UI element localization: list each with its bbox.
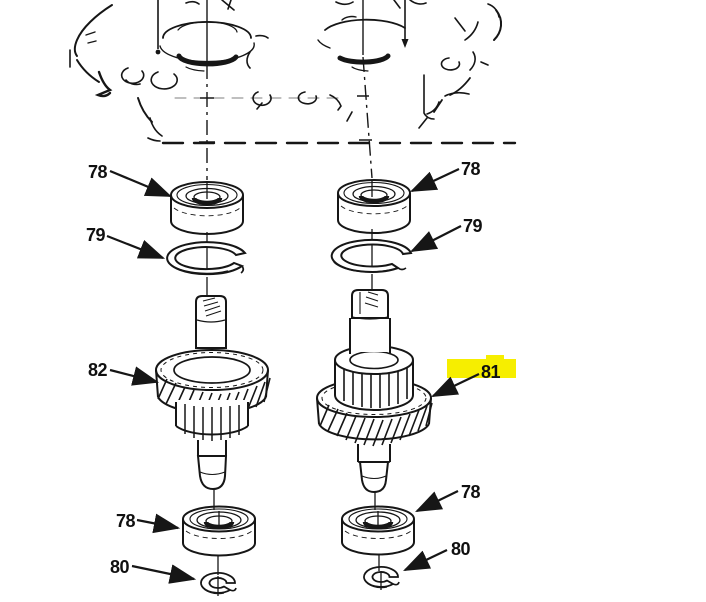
helical-teeth-hatch bbox=[319, 402, 433, 447]
callout-label-79-right: 79 bbox=[463, 216, 483, 236]
callout-label-80-right: 80 bbox=[451, 539, 471, 559]
callout-right-top-bearing: 78 bbox=[410, 159, 481, 192]
callout-right-bottom-bearing: 78 bbox=[415, 482, 481, 512]
right-washer bbox=[363, 566, 400, 589]
callout-left-snap-ring: 79 bbox=[86, 225, 166, 260]
left-snap-ring bbox=[166, 241, 247, 276]
callout-label-78-left-top: 78 bbox=[88, 162, 108, 182]
right-snap-ring bbox=[330, 238, 413, 273]
left-washer bbox=[200, 572, 237, 595]
left-gear-cluster bbox=[155, 295, 271, 491]
callout-right-gear-cluster-highlighted[interactable]: 81 bbox=[431, 355, 516, 397]
transmission-housing-sketch bbox=[69, 0, 517, 145]
spur-teeth bbox=[184, 404, 240, 441]
callout-label-81: 81 bbox=[481, 362, 501, 382]
leader-dot bbox=[155, 49, 161, 55]
right-assembly bbox=[316, 179, 433, 589]
right-top-bearing bbox=[337, 179, 411, 234]
centerline-segments bbox=[206, 180, 382, 596]
left-assembly bbox=[155, 181, 271, 595]
highlight-rect[interactable] bbox=[447, 359, 516, 378]
callout-left-gear-cluster: 82 bbox=[88, 360, 160, 386]
upper-leader-lines bbox=[155, 0, 409, 55]
callout-label-80-left: 80 bbox=[110, 557, 130, 577]
callout-left-top-bearing: 78 bbox=[88, 162, 173, 198]
callout-label-78-left-bottom: 78 bbox=[116, 511, 136, 531]
callout-label-78-right-bottom: 78 bbox=[461, 482, 481, 502]
callout-label-82: 82 bbox=[88, 360, 108, 380]
callout-left-washer: 80 bbox=[110, 557, 197, 584]
callout-right-washer: 80 bbox=[403, 539, 471, 571]
callouts: 78 79 82 78 80 78 79 bbox=[86, 159, 516, 584]
highlight-rect-bump bbox=[486, 355, 504, 361]
right-gear-cluster bbox=[316, 289, 433, 494]
callout-label-79-left: 79 bbox=[86, 225, 106, 245]
centerlines-upper bbox=[199, 0, 373, 180]
callout-label-78-right-top: 78 bbox=[461, 159, 481, 179]
callout-right-snap-ring: 79 bbox=[410, 216, 483, 252]
spur-teeth bbox=[343, 367, 408, 408]
leader-arrow-tip bbox=[401, 39, 409, 48]
callout-left-bottom-bearing: 78 bbox=[116, 511, 181, 534]
